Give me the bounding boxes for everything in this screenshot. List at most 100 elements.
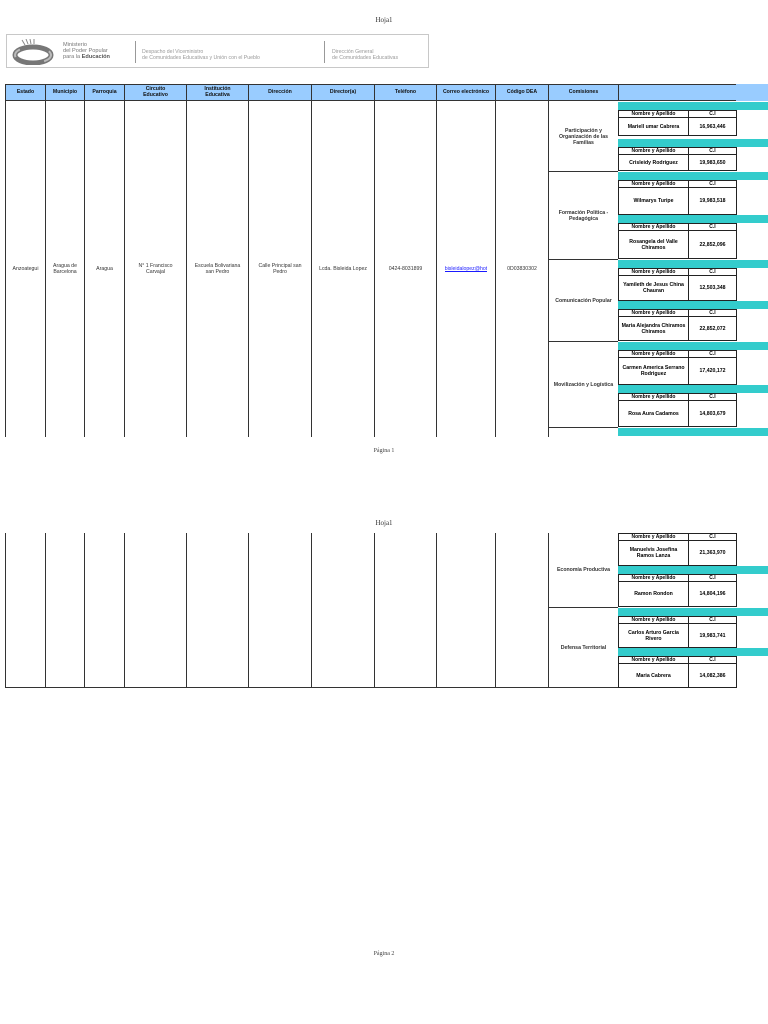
page-2-title: Hoja1 bbox=[375, 519, 393, 527]
grid-line bbox=[374, 533, 375, 688]
grid-line bbox=[248, 533, 249, 688]
cell-direccion: Calle Principal san Pedro bbox=[258, 263, 302, 275]
member-name: Ramon Rondon bbox=[619, 582, 689, 606]
comision-defensa: Defensa Territorial bbox=[560, 644, 607, 651]
member-ci: 14,804,196 bbox=[699, 591, 726, 597]
member-ci: 22,852,072 bbox=[699, 325, 726, 332]
col-correo: Correo electrónico bbox=[436, 85, 495, 101]
grid-line bbox=[248, 101, 249, 437]
col-direccion: Dirección bbox=[248, 85, 311, 101]
grid-line bbox=[548, 259, 618, 260]
cell-municipio: Aragua de Barcelona bbox=[53, 263, 77, 275]
member-name: Rosa Aura Cadamos bbox=[619, 401, 689, 426]
cell-parroquia: Aragua bbox=[96, 266, 113, 272]
col-institucion: Institución Educativa bbox=[186, 85, 248, 101]
cell-director: Lcda. Bisleida Lopez bbox=[319, 266, 367, 272]
cell-correo: bisleidalopez@hot bbox=[437, 101, 495, 437]
ministry-logo-icon bbox=[12, 39, 54, 65]
member-name: Yamileth de Jesus China Chauran bbox=[619, 276, 689, 300]
page-1-footer: Página 1 bbox=[373, 448, 395, 454]
comision-comunicacion: Comunicación Popular bbox=[555, 297, 612, 304]
office-direccion-general: Dirección General de Comunidades Educati… bbox=[332, 49, 399, 61]
cell-estado: Anzoategui bbox=[12, 266, 39, 272]
col-codigo-dea: Código DEA bbox=[495, 85, 548, 101]
grid-line bbox=[84, 533, 85, 688]
col-estado: Estado bbox=[5, 85, 45, 101]
grid-line bbox=[495, 101, 496, 437]
grid-line bbox=[436, 101, 437, 437]
grid-line bbox=[124, 533, 125, 688]
ministry-banner-logo: Ministerio del Poder Popular para la Edu… bbox=[6, 34, 429, 68]
grid-line bbox=[186, 101, 187, 437]
grid-line bbox=[548, 427, 618, 428]
member-ci: 19,983,741 bbox=[699, 632, 726, 639]
cell-institucion: Escuela Bolivariana san Pedro bbox=[194, 263, 241, 275]
grid-line bbox=[45, 101, 46, 437]
teal-band bbox=[618, 301, 768, 309]
grid-line bbox=[5, 101, 6, 437]
page-1-title: Hoja1 bbox=[375, 16, 393, 24]
teal-band bbox=[618, 608, 768, 616]
grid-line bbox=[124, 101, 125, 437]
cell-circuito: N° 1 Francisco Carvajal bbox=[138, 263, 173, 275]
grid-line bbox=[84, 101, 85, 437]
cell-codigo-dea: 0D03830302 bbox=[507, 266, 537, 272]
member-name: Maria Cabrera bbox=[619, 664, 689, 687]
col-director: Director(a) bbox=[311, 85, 374, 101]
member-ci: 19,983,518 bbox=[699, 198, 726, 204]
member-name: Carmen America Serrano Rodriguez bbox=[619, 358, 689, 384]
member-name: Carlos Arturo Garcia Rivero bbox=[619, 624, 689, 647]
teal-band bbox=[618, 102, 768, 110]
office-viceministro: Despacho del Viceministro de Comunidades… bbox=[142, 49, 260, 61]
member-name: Crisleidy Rodriguez bbox=[619, 155, 689, 170]
teal-band bbox=[618, 172, 768, 180]
cell-telefono: 0424-8031899 bbox=[388, 266, 423, 272]
teal-band bbox=[618, 215, 768, 223]
grid-line bbox=[548, 533, 549, 688]
grid-line bbox=[548, 101, 549, 437]
grid-line bbox=[5, 533, 6, 688]
grid-line bbox=[311, 101, 312, 437]
comision-economia: Economía Productiva bbox=[556, 567, 611, 573]
member-name: Wilmarys Turipe bbox=[619, 188, 689, 214]
member-name: Maria Alejandra Chiramos Chiramos bbox=[619, 317, 689, 340]
col-circuito: Circuito Educativo bbox=[124, 85, 186, 101]
member-ci: 14,082,386 bbox=[699, 672, 726, 679]
grid-line bbox=[5, 687, 618, 688]
grid-line bbox=[548, 341, 618, 342]
grid-line bbox=[186, 533, 187, 688]
member-ci: 17,420,172 bbox=[699, 368, 726, 374]
table-header-row: Estado Municipio Parroquia Circuito Educ… bbox=[5, 84, 736, 101]
teal-band bbox=[618, 648, 768, 656]
col-comisiones: Comisiones bbox=[548, 85, 618, 101]
grid-line bbox=[311, 533, 312, 688]
comision-movilizacion: Movilización y Logística bbox=[553, 381, 614, 388]
teal-band bbox=[618, 342, 768, 350]
member-ci: 22,852,096 bbox=[699, 241, 726, 248]
teal-band bbox=[618, 385, 768, 393]
comision-formacion: Formación Política - Pedagógica bbox=[558, 209, 609, 222]
grid-line bbox=[548, 171, 618, 172]
member-name: Manuelvis Josefina Ramos Lanza bbox=[619, 541, 689, 565]
member-name: Rosangela del Valle Chiramos bbox=[619, 231, 689, 258]
grid-line bbox=[374, 101, 375, 437]
ministry-name: Ministerio del Poder Popular para la Edu… bbox=[63, 42, 110, 60]
col-parroquia: Parroquia bbox=[84, 85, 124, 101]
col-telefono: Teléfono bbox=[374, 85, 436, 101]
email-link[interactable]: bisleidalopez@hot bbox=[444, 266, 488, 272]
member-ci: 14,803,679 bbox=[699, 410, 726, 417]
teal-band bbox=[618, 428, 768, 436]
comision-participacion: Participación y Organización de las Fami… bbox=[558, 127, 608, 146]
grid-line bbox=[436, 533, 437, 688]
banner-divider bbox=[135, 41, 136, 63]
teal-band bbox=[618, 566, 768, 574]
header-extension bbox=[736, 84, 768, 101]
